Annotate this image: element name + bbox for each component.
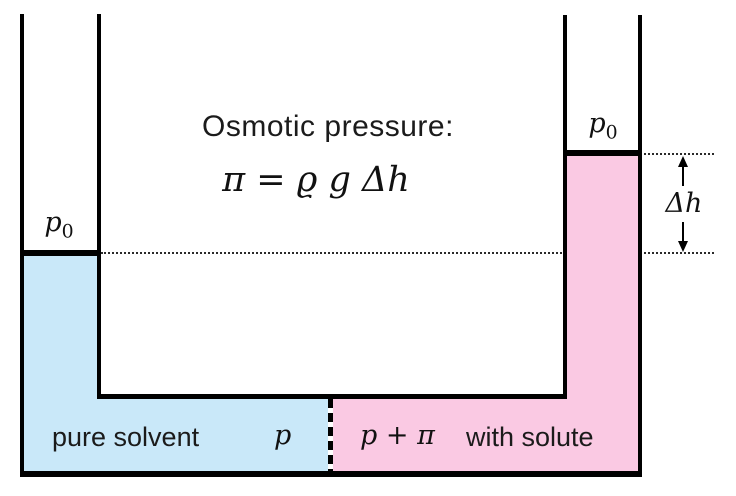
solvent-pressure-label: p: [274, 420, 292, 451]
left-tube-pressure-label: p0: [40, 207, 78, 242]
right-p0-subscript: 0: [605, 121, 618, 144]
inner-bottom-wall: [97, 394, 567, 399]
solution-level-dotted-line: [640, 153, 714, 155]
left-tube-inner-wall: [97, 14, 101, 399]
left-tube-outer-wall: [20, 14, 24, 477]
left-p0-subscript: 0: [61, 220, 74, 243]
left-p0-symbol: p: [44, 207, 62, 238]
solvent-level-dotted-line: [101, 252, 714, 254]
solution-level-line: [563, 150, 642, 156]
pure-solvent-label: pure solvent: [52, 422, 200, 452]
osmotic-pressure-formula: π = ϱ g Δh: [222, 160, 410, 200]
semipermeable-membrane-dashed-line: [328, 399, 333, 471]
pure-solvent-liquid-channel: [24, 399, 329, 471]
outer-bottom-wall: [20, 471, 642, 477]
delta-h-up-arrowhead: [678, 156, 688, 167]
solute-solution-liquid-channel: [333, 399, 638, 471]
right-tube-pressure-label: p0: [584, 108, 622, 143]
delta-h-down-arrowhead: [678, 241, 688, 252]
diagram-title: Osmotic pressure:: [202, 110, 454, 143]
delta-h-down-arrow: [682, 222, 684, 243]
delta-h-up-arrow: [682, 165, 684, 186]
solvent-level-line: [20, 250, 101, 256]
solution-pressure-label: p + π: [360, 420, 435, 451]
right-tube-inner-wall: [563, 15, 567, 399]
with-solute-label: with solute: [466, 422, 594, 452]
right-tube-outer-wall: [638, 15, 642, 477]
delta-h-label: Δh: [665, 188, 703, 219]
right-p0-symbol: p: [588, 108, 606, 139]
